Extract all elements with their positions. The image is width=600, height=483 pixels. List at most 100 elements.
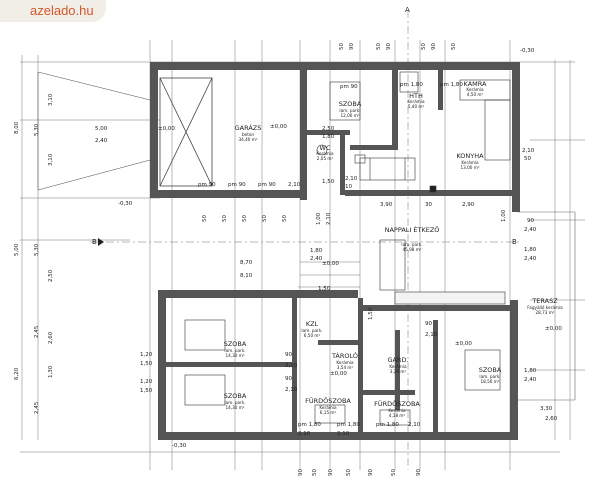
svg-text:5,30: 5,30 <box>34 243 40 256</box>
svg-text:Kerámia: Kerámia <box>388 408 406 413</box>
svg-text:1,20: 1,20 <box>140 352 153 358</box>
svg-text:2,10: 2,10 <box>408 422 421 428</box>
svg-text:KONYHA: KONYHA <box>456 152 484 160</box>
svg-text:5,00: 5,00 <box>95 126 108 132</box>
room-szoba-top: SZOBA lam. park. 12,00 m² <box>339 100 362 118</box>
room-wc: WC Kerámia 2,05 m² <box>316 144 334 161</box>
svg-text:4,18 m²: 4,18 m² <box>389 413 406 418</box>
svg-text:1,80: 1,80 <box>310 248 323 254</box>
room-nappali: NAPPALI ÉTKEZŐ lam. park. 45,98 m² <box>385 225 440 252</box>
room-hth: HTH Kerámia 5,40 m² <box>407 92 425 109</box>
svg-text:A: A <box>405 6 410 14</box>
svg-text:50: 50 <box>391 469 397 476</box>
svg-text:-0,30: -0,30 <box>520 48 535 54</box>
svg-text:Kerámia: Kerámia <box>389 364 407 369</box>
svg-text:5,40 m²: 5,40 m² <box>408 104 425 109</box>
svg-text:2,10: 2,10 <box>425 332 438 338</box>
svg-text:5,00: 5,00 <box>14 243 20 256</box>
svg-text:6,20: 6,20 <box>14 367 20 380</box>
svg-text:50: 50 <box>524 156 531 162</box>
svg-text:2,40: 2,40 <box>524 256 537 262</box>
svg-text:50: 50 <box>262 215 268 222</box>
svg-text:lam. park.: lam. park. <box>224 400 245 405</box>
svg-text:lam. park.: lam. park. <box>479 374 500 379</box>
elevation-marks: ±0,00 ±0,00 ±0,00 ±0,00 ±0,00 ±0,00 -0,3… <box>118 48 562 449</box>
svg-text:Fagyálló kerámia: Fagyálló kerámia <box>527 305 563 310</box>
svg-text:90: 90 <box>285 376 292 382</box>
svg-text:28,73 m²: 28,73 m² <box>535 310 554 315</box>
svg-text:3,10: 3,10 <box>48 153 54 166</box>
svg-text:13,00 m²: 13,00 m² <box>460 165 479 170</box>
svg-text:8,10: 8,10 <box>240 273 253 279</box>
walls <box>150 62 520 440</box>
svg-text:14,30 m²: 14,30 m² <box>225 353 244 358</box>
svg-text:90: 90 <box>425 321 432 327</box>
svg-text:±0,00: ±0,00 <box>270 124 287 130</box>
svg-text:pm 1,80: pm 1,80 <box>337 422 360 428</box>
svg-text:45,98 m²: 45,98 m² <box>402 247 421 252</box>
svg-text:WC: WC <box>320 144 331 152</box>
room-gard: GARD. Kerámia 3,29 m² <box>387 356 408 374</box>
svg-text:pm 1,80: pm 1,80 <box>376 422 399 428</box>
dims-inner: 5,00 2,40 pm 90 pm 90 pm 90 2,10 pm 90 p… <box>95 82 507 437</box>
svg-text:34,40 m²: 34,40 m² <box>238 137 257 142</box>
dims-bottom: 90 50 90 50 90 50 90 <box>298 469 422 476</box>
svg-text:pm 90: pm 90 <box>340 84 358 90</box>
svg-text:±0,00: ±0,00 <box>455 341 472 347</box>
svg-text:2,50: 2,50 <box>322 126 335 132</box>
svg-text:2,10: 2,10 <box>298 431 311 437</box>
svg-text:90: 90 <box>431 43 437 50</box>
svg-text:1,00: 1,00 <box>316 212 322 225</box>
svg-text:1,80: 1,80 <box>322 134 335 140</box>
svg-text:1,80: 1,80 <box>524 368 537 374</box>
svg-text:1,50: 1,50 <box>322 179 335 185</box>
svg-text:2,10: 2,10 <box>522 148 535 154</box>
svg-text:90: 90 <box>527 218 534 224</box>
svg-text:Kerámia: Kerámia <box>336 360 354 365</box>
svg-text:14,30 m²: 14,30 m² <box>225 405 244 410</box>
svg-text:2,40: 2,40 <box>95 138 108 144</box>
svg-text:18,56 m²: 18,56 m² <box>480 379 499 384</box>
svg-text:3,30: 3,30 <box>540 406 553 412</box>
svg-text:NAPPALI ÉTKEZŐ: NAPPALI ÉTKEZŐ <box>385 225 440 234</box>
svg-text:2,40: 2,40 <box>524 227 537 233</box>
svg-text:Kerámia: Kerámia <box>466 87 484 92</box>
svg-text:pm 1,80: pm 1,80 <box>298 422 321 428</box>
svg-text:1,50: 1,50 <box>368 307 374 320</box>
svg-text:30: 30 <box>425 202 432 208</box>
svg-text:3,90: 3,90 <box>380 202 393 208</box>
svg-text:2,10: 2,10 <box>326 212 332 225</box>
room-szoba-l2: SZOBA lam. park. 14,30 m² <box>224 392 247 410</box>
svg-text:3,10: 3,10 <box>48 93 54 106</box>
svg-text:2,45: 2,45 <box>34 401 40 414</box>
svg-text:2,40: 2,40 <box>310 256 323 262</box>
svg-text:±0,00: ±0,00 <box>158 126 175 132</box>
svg-text:Kerámia: Kerámia <box>407 99 425 104</box>
room-kzl: KZL lam. park. 6,50 m² <box>301 320 322 338</box>
room-furdo2: FÜRDŐSZOBA Kerámia 4,18 m² <box>374 399 420 418</box>
svg-text:90: 90 <box>368 469 374 476</box>
svg-text:2,90: 2,90 <box>462 202 475 208</box>
svg-text:KZL: KZL <box>306 320 319 328</box>
svg-text:GARÁZS: GARÁZS <box>235 123 262 132</box>
svg-text:90: 90 <box>328 469 334 476</box>
svg-text:2,50: 2,50 <box>48 269 54 282</box>
svg-text:SZOBA: SZOBA <box>339 100 362 108</box>
svg-text:3,54 m²: 3,54 m² <box>337 365 354 370</box>
room-szoba-l1: SZOBA lam. park. 14,30 m² <box>224 340 247 358</box>
svg-text:90: 90 <box>386 43 392 50</box>
svg-text:90: 90 <box>285 352 292 358</box>
svg-text:pm 90: pm 90 <box>258 182 276 188</box>
svg-text:pm 90: pm 90 <box>198 182 216 188</box>
svg-text:Kerámia: Kerámia <box>316 151 334 156</box>
room-tarolo: TÁROLÓ Kerámia 3,54 m² <box>331 351 358 370</box>
svg-text:1,50: 1,50 <box>140 388 153 394</box>
svg-text:FÜRDŐSZOBA: FÜRDŐSZOBA <box>374 399 420 408</box>
garage-area <box>37 71 213 191</box>
svg-text:2,40: 2,40 <box>524 377 537 383</box>
svg-text:8,00: 8,00 <box>14 121 20 134</box>
room-konyha: KONYHA Kerámia 13,00 m² <box>456 152 484 170</box>
svg-text:2,10: 2,10 <box>288 182 301 188</box>
svg-text:TERASZ: TERASZ <box>531 297 558 305</box>
